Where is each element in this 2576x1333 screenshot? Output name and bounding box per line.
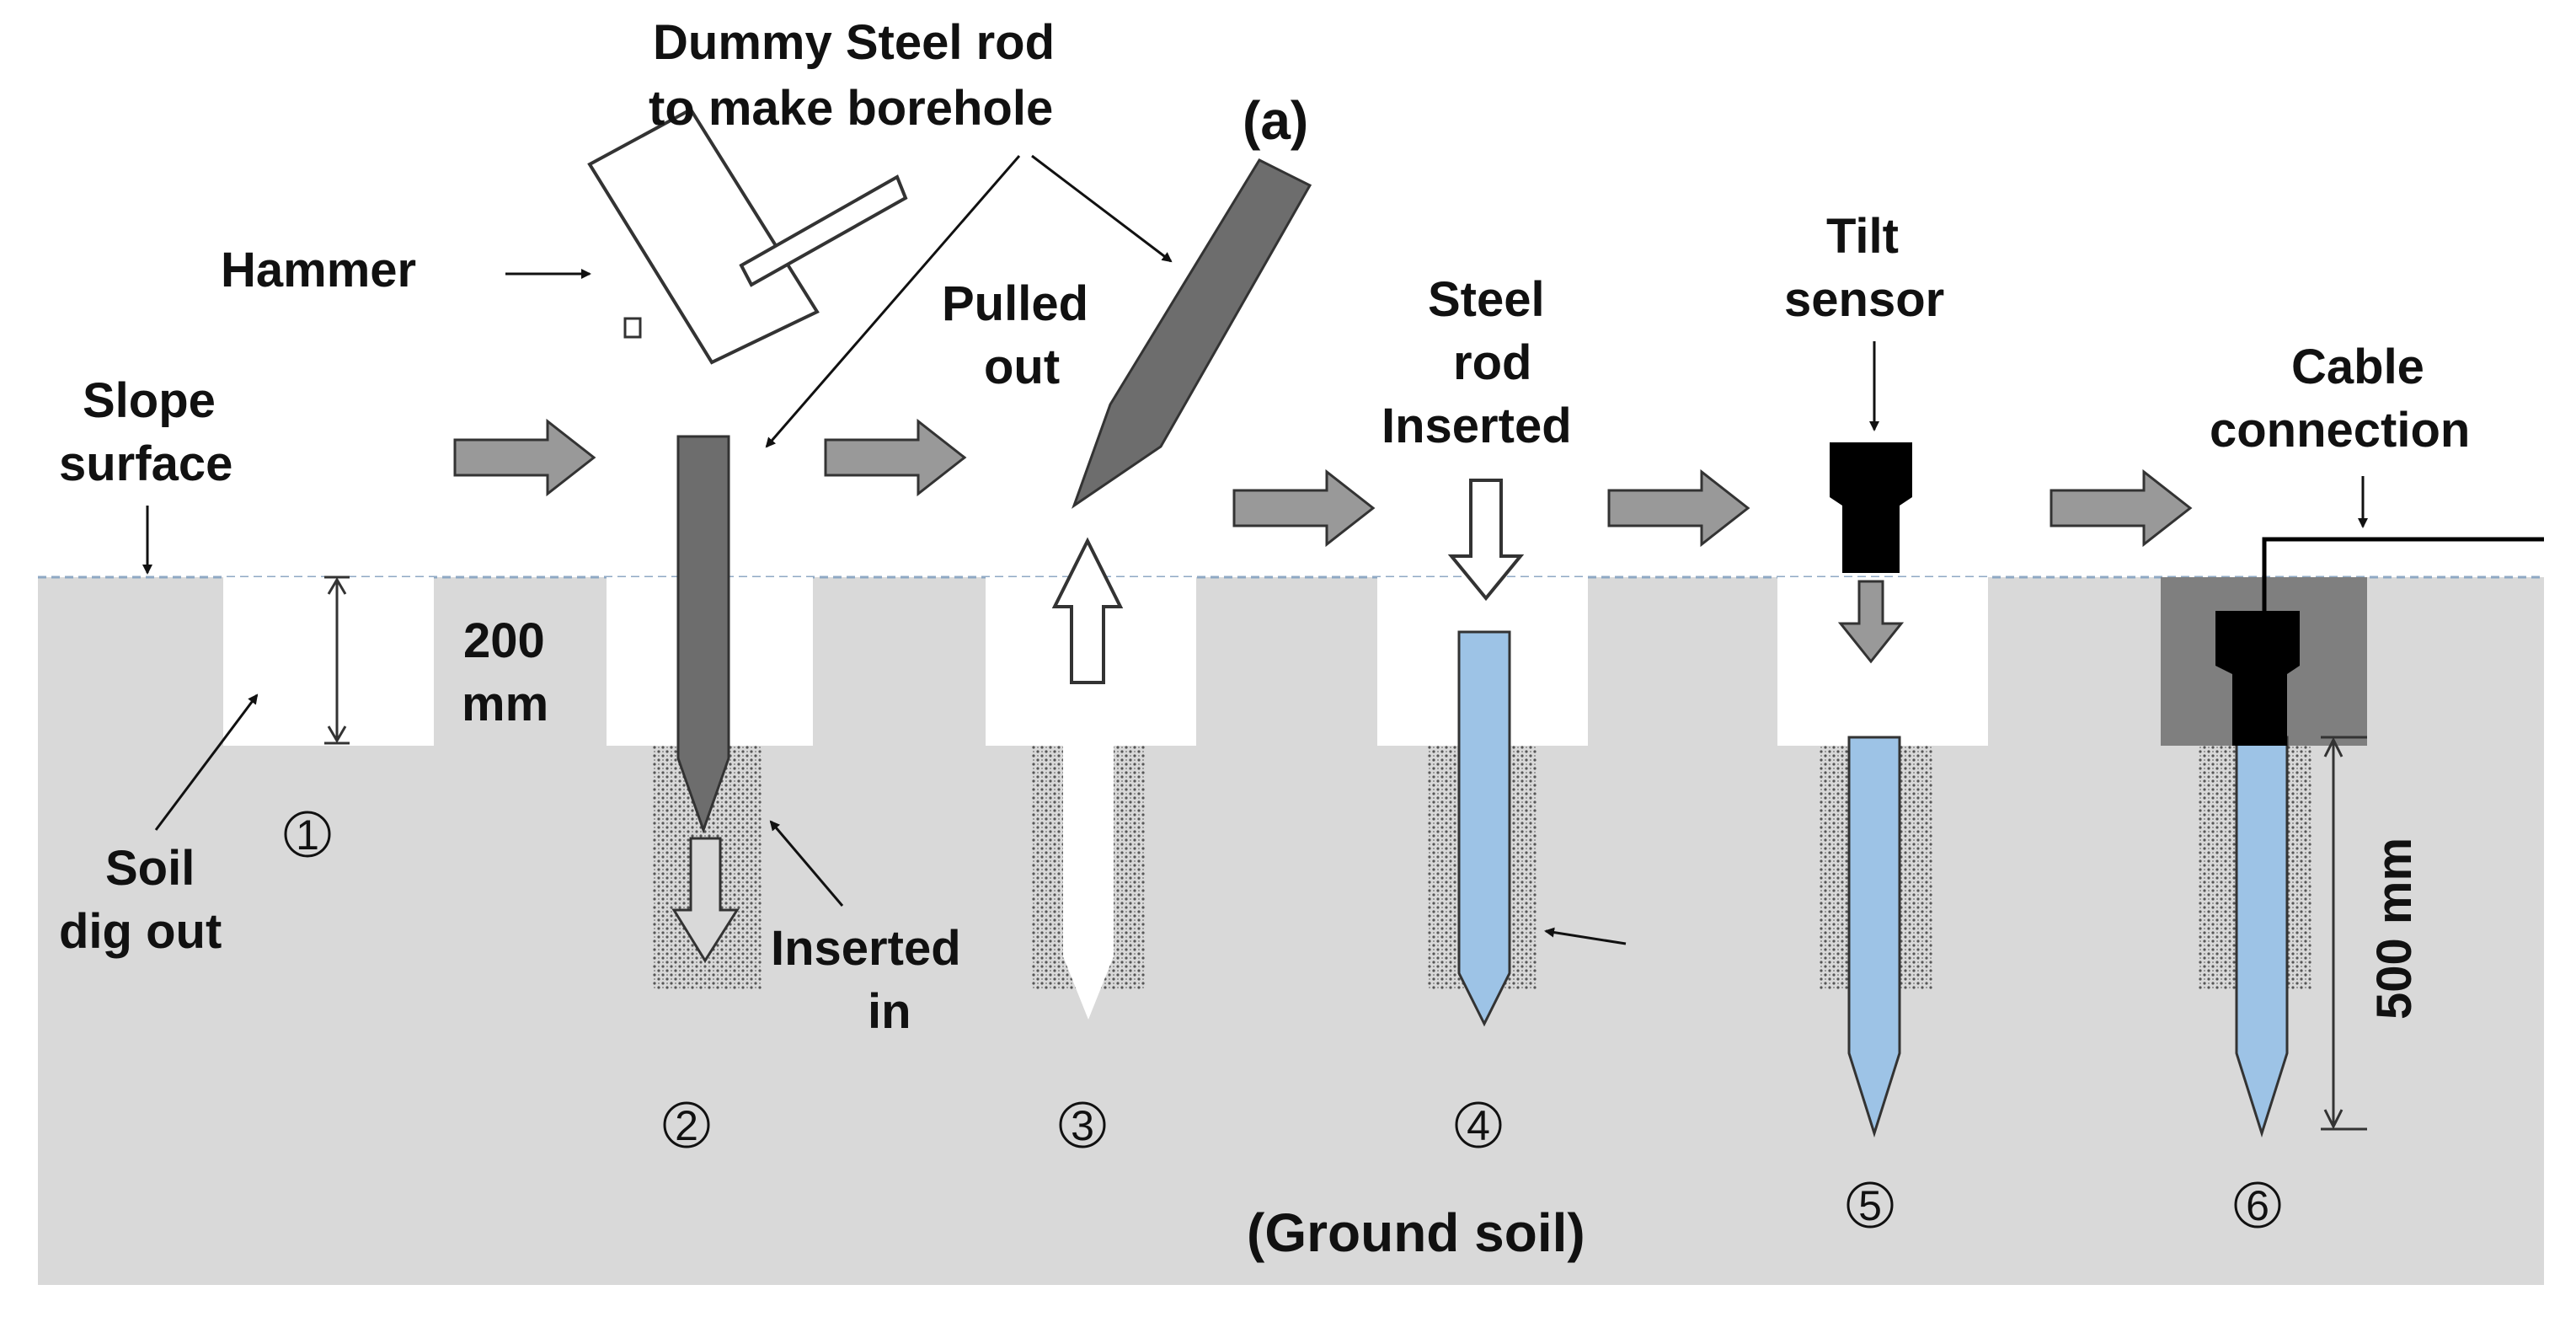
depth-200-label-line1: 200 [463,613,545,668]
pulled-out-label-line1: Pulled [942,276,1088,331]
soil-dig-leader [154,693,259,831]
down-arrow-step2 [671,837,740,963]
depth-500-label: 500 mm [2367,838,2422,1020]
step-marker-5: 5 [1846,1181,1894,1229]
tilt-sensor-label-line1: Tilt [1826,209,1899,264]
inserted-in-label-line1: Inserted [771,921,961,976]
dummy-steel-rod-step3 [1072,158,1312,509]
dummy-rod-label-line1: Dummy Steel rod [653,15,1055,70]
svg-text:6: 6 [2246,1182,2269,1229]
steel-rod-label-line1: Steel [1428,272,1545,327]
dummy-rod-leader-right [1031,154,1173,263]
svg-text:4: 4 [1467,1102,1490,1149]
dummy-steel-rod-step2 [676,435,730,834]
inserted-in-leader [769,820,844,907]
tilt-sensor-step6 [2215,611,2300,746]
steel-rod-step5 [1847,736,1901,1138]
slope-surface-label-line2: surface [59,436,232,491]
slope-surface-label-line1: Slope [83,373,216,428]
svg-text:1: 1 [296,811,319,859]
depth-200-label-line2: mm [462,677,548,731]
svg-text:2: 2 [675,1102,698,1149]
step-marker-4: 4 [1455,1101,1502,1149]
flow-arrow-5 [2050,468,2193,548]
step-marker-6: 6 [2234,1181,2281,1229]
steel-rod-step6 [2235,736,2289,1138]
ground-soil [38,577,2544,1285]
hammer-icon [587,107,908,365]
dummy-rod-label-line2: to make borehole [649,81,1053,136]
cable-connection-label-line1: Cable [2291,340,2424,394]
svg-text:3: 3 [1071,1102,1094,1149]
steel-rod-leader [1544,927,1627,945]
flow-arrow-2 [824,418,967,497]
cable-line [2262,537,2544,613]
flow-arrows [453,418,2193,548]
soil-dig-out-label-line1: Soil [105,841,195,896]
soil-dig-out-label-line2: dig out [59,904,222,959]
flow-arrow-1 [453,418,596,497]
tilt-sensor-step5 [1830,442,1912,573]
flow-arrow-3 [1232,468,1376,548]
down-arrow-step5 [1837,580,1905,664]
steel-rod-step4 [1457,630,1511,1027]
pulled-out-label-line2: out [984,340,1060,394]
cable-connection-label-line2: connection [2210,403,2470,458]
step-marker-3: 3 [1059,1101,1106,1149]
dummy-rod-leader-left [765,155,1021,448]
dimension-200mm [324,575,350,745]
steel-rod-label-line2: rod [1453,335,1531,390]
ground-soil-label: (Ground soil) [1247,1202,1585,1263]
svg-text:5: 5 [1858,1182,1882,1229]
flow-arrow-4 [1607,468,1750,548]
step-marker-2: 2 [663,1101,710,1149]
inserted-in-label-line2: in [868,984,911,1039]
up-arrow-step3 [1051,537,1124,684]
figure-label: (a) [1243,90,1308,151]
steel-rod-label-line3: Inserted [1382,399,1572,453]
down-arrow-step4 [1447,479,1525,602]
white-borehole-step3 [1063,746,1114,1020]
hammer-label: Hammer [221,243,416,297]
pit-step1 [223,577,434,746]
dimension-500mm [2321,736,2367,1131]
tilt-sensor-label-line2: sensor [1784,272,1944,327]
step-marker-1: 1 [284,811,331,859]
